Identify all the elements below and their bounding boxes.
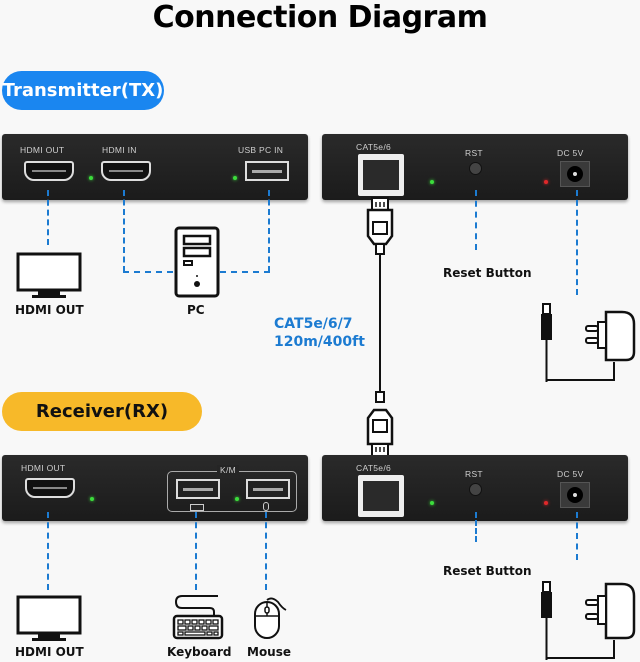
tx-rear-panel: CAT5e/6 RST DC 5V: [322, 134, 628, 200]
pc-icon: [174, 226, 220, 298]
rx-front-led-1: [90, 497, 94, 501]
keyboard-icon: [172, 595, 224, 640]
transmitter-badge: Transmitter(TX): [2, 71, 164, 110]
rx-mouse-usb-port: [246, 479, 290, 499]
tx-usb-line: [268, 190, 270, 272]
rx-reset-label: Reset Button: [443, 564, 532, 578]
rx-rear-led-1: [430, 501, 434, 505]
keyboard-glyph-icon: [190, 504, 204, 511]
rx-dc-line: [576, 512, 578, 560]
tx-hdmi-in-line-h: [123, 271, 173, 273]
tx-hdmi-out-label: HDMI OUT: [20, 145, 65, 155]
rx-front-led-2: [235, 497, 239, 501]
rx-rj45-port: [358, 475, 404, 517]
tx-usb-line-h: [220, 271, 270, 273]
rx-keyboard-usb-port: [176, 479, 220, 499]
tx-reset-button[interactable]: [469, 162, 482, 175]
tx-rst-label: RST: [465, 148, 483, 158]
rx-mouse-line: [265, 512, 267, 590]
rx-rear-panel: CAT5e/6 RST DC 5V: [322, 455, 628, 521]
rx-cat-label: CAT5e/6: [356, 463, 392, 473]
rx-rear-led-2: [544, 501, 548, 505]
rx-power-adapter-icon: [541, 581, 636, 660]
rx-front-panel: HDMI OUT K/M: [2, 455, 308, 521]
mouse-label: Mouse: [247, 645, 292, 659]
pc-label: PC: [187, 303, 205, 317]
tx-reset-label: Reset Button: [443, 266, 532, 280]
tx-dc-jack: [560, 161, 590, 187]
keyboard-label: Keyboard: [167, 645, 232, 659]
rx-monitor-icon: [16, 595, 82, 641]
rx-rst-label: RST: [465, 469, 483, 479]
rx-monitor-label: HDMI OUT: [15, 645, 84, 659]
tx-hdmi-in-label: HDMI IN: [102, 145, 137, 155]
page-title: Connection Diagram: [152, 0, 488, 35]
tx-monitor-icon: [16, 252, 82, 298]
tx-usb-pc-in-label: USB PC IN: [238, 145, 284, 155]
tx-cat-label: CAT5e/6: [356, 142, 392, 152]
tx-rear-led-2: [544, 180, 548, 184]
tx-power-adapter-icon: [541, 303, 636, 382]
tx-front-led-1: [89, 176, 93, 180]
rx-reset-button[interactable]: [469, 483, 482, 496]
tx-dc-line: [576, 190, 578, 295]
tx-rj45-port: [358, 154, 404, 196]
tx-hdmi-out-port: [24, 161, 74, 181]
tx-hdmi-in-port: [101, 161, 151, 181]
tx-hdmi-out-line: [47, 190, 49, 245]
tx-dc-label: DC 5V: [557, 148, 584, 158]
tx-monitor-label: HDMI OUT: [15, 303, 84, 317]
tx-hdmi-in-line: [123, 190, 125, 272]
tx-front-led-2: [233, 176, 237, 180]
rx-dc-jack: [560, 482, 590, 508]
tx-front-panel: HDMI OUT HDMI IN USB PC IN: [2, 134, 308, 200]
rx-hdmi-out-label: HDMI OUT: [21, 463, 66, 473]
tx-reset-line: [475, 190, 477, 250]
cable-type-label: CAT5e/6/7: [274, 316, 353, 332]
rx-dc-label: DC 5V: [557, 469, 584, 479]
rx-keyboard-line: [195, 512, 197, 590]
rx-reset-line: [475, 512, 477, 542]
km-label: K/M: [217, 465, 240, 475]
mouse-glyph-icon: [263, 502, 269, 511]
cable-length-label: 120m/400ft: [274, 334, 365, 350]
cat-cable-icon: [366, 197, 394, 457]
mouse-icon: [254, 597, 287, 639]
tx-rear-led-1: [430, 180, 434, 184]
receiver-badge: Receiver(RX): [2, 392, 202, 431]
rx-hdmi-out-line: [47, 512, 49, 590]
tx-usb-port: [245, 161, 289, 181]
rx-hdmi-out-port: [25, 478, 75, 498]
